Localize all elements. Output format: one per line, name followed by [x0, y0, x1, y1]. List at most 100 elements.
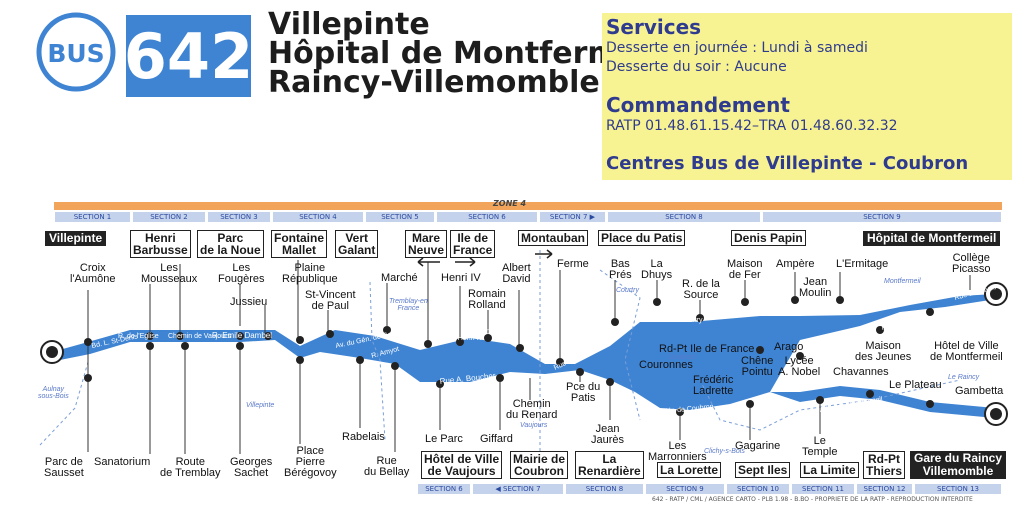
- stop-montauban[interactable]: Montauban: [518, 230, 588, 246]
- stop-les-marronniers[interactable]: Les Marronniers: [648, 440, 707, 463]
- stop-la-limite[interactable]: La Limite: [800, 462, 859, 478]
- stop-plaine-republique[interactable]: Plaine République: [282, 262, 338, 285]
- section-bottom-11: SECTION 11: [792, 484, 854, 494]
- stop-chavannes[interactable]: Chavannes: [833, 366, 889, 378]
- section-top-4: SECTION 4: [273, 212, 363, 222]
- section-bottom-6: SECTION 6: [418, 484, 470, 494]
- stop-vert-galant[interactable]: Vert Galant: [335, 230, 379, 258]
- street-emile-dambel: R. Emile Dambel: [212, 331, 272, 340]
- services-evening: Desserte du soir : Aucune: [606, 59, 787, 75]
- stop-jussieu[interactable]: Jussieu: [230, 296, 268, 308]
- stop-couronnes[interactable]: Couronnes: [639, 359, 693, 371]
- stop-marche[interactable]: Marché: [381, 272, 418, 284]
- section-top-6: SECTION 6: [437, 212, 537, 222]
- bus-logo-text: BUS: [47, 39, 104, 68]
- town-tremblay: Tremblay-en France: [389, 298, 428, 312]
- town-aulnay: Aulnay sous-Bois: [38, 386, 69, 400]
- section-bottom-9: SECTION 9: [646, 484, 724, 494]
- stop-le-temple[interactable]: Le Temple: [802, 435, 838, 458]
- stop-bas-pres[interactable]: Bas Prés: [609, 258, 632, 281]
- stop-parc-sausset[interactable]: Parc de Sausset: [44, 456, 84, 479]
- bus-logo: BUS: [36, 12, 116, 92]
- stop-jean-moulin[interactable]: Jean Moulin: [799, 276, 832, 299]
- boundary-tremblay: [369, 281, 386, 441]
- stop-pce-patis[interactable]: Pce du Patis: [566, 381, 601, 404]
- stop-ampere[interactable]: Ampère: [776, 258, 815, 270]
- section-top-8: SECTION 8: [608, 212, 760, 222]
- stop-la-renardiere[interactable]: La Renardière: [575, 451, 644, 479]
- stop-georges-sachet[interactable]: Georges Sachet: [230, 456, 273, 479]
- stop-romain-rolland[interactable]: Romain Rolland: [468, 288, 506, 311]
- stop-villepinte[interactable]: Villepinte: [45, 231, 107, 246]
- stop-sept-iles[interactable]: Sept Iles: [735, 462, 791, 478]
- stop-le-plateau[interactable]: Le Plateau: [889, 379, 942, 391]
- stop-le-parc[interactable]: Le Parc: [425, 433, 463, 445]
- command-phones: RATP 01.48.61.15.42–TRA 01.48.60.32.32: [606, 118, 898, 134]
- stop-route-tremblay[interactable]: Route de Tremblay: [160, 456, 221, 479]
- section-bottom-8: SECTION 8: [566, 484, 643, 494]
- stop-ermitage[interactable]: L'Ermitage: [836, 258, 889, 270]
- stop-college-picasso[interactable]: Collège Picasso: [952, 252, 991, 275]
- stop-chemin-renard[interactable]: Chemin du Renard: [506, 398, 558, 421]
- stop-henri-iv[interactable]: Henri IV: [441, 272, 481, 284]
- stop-gagarine[interactable]: Gagarine: [735, 440, 781, 452]
- stop-arago[interactable]: Arago: [774, 341, 804, 353]
- stop-denis-papin[interactable]: Denis Papin: [731, 230, 806, 246]
- stop-gare-raincy[interactable]: Gare du Raincy Villemomble: [910, 451, 1007, 479]
- stop-la-dhuys[interactable]: La Dhuys: [641, 258, 673, 281]
- stop-st-vincent[interactable]: St-Vincent de Paul: [305, 289, 356, 312]
- stop-maison-fer[interactable]: Maison de Fer: [727, 258, 763, 281]
- stop-maison-jeunes[interactable]: Maison des Jeunes: [855, 340, 912, 363]
- terminus-gare-raincy: [984, 402, 1008, 426]
- section-top-2: SECTION 2: [133, 212, 205, 222]
- stop-fontaine-mallet[interactable]: Fontaine Mallet: [271, 230, 327, 258]
- stop-place-beregovoy[interactable]: Place Pierre Bérégovoy: [284, 445, 337, 479]
- stop-mare-neuve[interactable]: Mare Neuve: [405, 230, 448, 258]
- town-le-raincy: Le Raincy: [948, 374, 980, 381]
- route-line-east-bottom: [770, 386, 995, 418]
- stop-hotel-ville-vaujours[interactable]: Hôtel de Ville de Vaujours: [421, 451, 503, 479]
- destinations: Villepinte Hôpital de Montfermeil Raincy…: [268, 10, 660, 98]
- stop-ile-france[interactable]: Ile de France: [450, 230, 496, 258]
- stop-chene-pointu[interactable]: Chêne Pointu: [741, 355, 774, 378]
- section-bottom-13: SECTION 13: [915, 484, 1001, 494]
- stop-frederic-ladrette[interactable]: Frédéric Ladrette: [693, 374, 734, 397]
- credit-line: 642 - RATP / CML / AGENCE CARTO - PLB 1.…: [652, 496, 973, 503]
- stop-lycee-nobel[interactable]: Lycée A. Nobel: [778, 355, 821, 378]
- stop-albert-david[interactable]: Albert David: [502, 262, 531, 285]
- street-tuilerie: R. de la Tuilerie: [881, 318, 930, 332]
- terminus-parc-sausset: [40, 340, 64, 364]
- street-avenue-montfermeil: Allée de Montfermeil: [819, 396, 883, 414]
- stop-rue-bellay[interactable]: Rue du Bellay: [364, 455, 410, 478]
- stop-jean-jaures[interactable]: Jean Jaurès: [591, 423, 625, 446]
- stop-gambetta[interactable]: Gambetta: [955, 385, 1004, 397]
- stop-sanatorium[interactable]: Sanatorium: [94, 456, 151, 468]
- stop-place-patis[interactable]: Place du Patis: [598, 230, 686, 246]
- centres-bus: Centres Bus de Villepinte - Coubron: [606, 153, 969, 174]
- services-day: Desserte en journée : Lundi à samedi: [606, 40, 868, 56]
- stop-r-source[interactable]: R. de la Source: [682, 278, 720, 301]
- line-number: 642: [124, 15, 253, 97]
- stop-henri-barbusse[interactable]: Henri Barbusse: [130, 230, 191, 258]
- stop-hopital-montfermeil[interactable]: Hôpital de Montfermeil: [863, 231, 1001, 246]
- stop-la-lorette[interactable]: La Lorette: [657, 462, 722, 478]
- town-vaujours: Vaujours: [520, 422, 548, 429]
- zone-label: ZONE 4: [493, 199, 527, 208]
- stop-les-fougeres[interactable]: Les Fougères: [218, 262, 265, 285]
- stop-parc-noue[interactable]: Parc de la Noue: [197, 230, 264, 258]
- stop-mairie-coubron[interactable]: Mairie de Coubron: [510, 451, 569, 479]
- stop-les-mousseaux[interactable]: Les Mousseaux: [141, 262, 198, 285]
- stop-rdpt-thiers[interactable]: Rd-Pt Thiers: [863, 451, 906, 479]
- stop-ferme[interactable]: Ferme: [557, 258, 589, 270]
- stop-giffard[interactable]: Giffard: [480, 433, 513, 445]
- stop-rdpt-ile-france[interactable]: Rd-Pt Ile de France: [659, 343, 755, 355]
- street-coutry: Rue de Courtry: [655, 317, 703, 324]
- boundary-courtry: [599, 269, 641, 421]
- section-bottom-7: ◀ SECTION 7: [473, 484, 563, 494]
- boundary-montfermeil: [699, 379, 961, 431]
- direction-arrows: [417, 249, 553, 267]
- town-villepinte: Villepinte: [246, 402, 275, 409]
- stop-rabelais[interactable]: Rabelais: [342, 431, 385, 443]
- stop-hotel-ville-montfermeil[interactable]: Hôtel de Ville de Montfermeil: [930, 340, 1003, 363]
- stop-croix-aumone[interactable]: Croix l'Aumône: [70, 262, 116, 285]
